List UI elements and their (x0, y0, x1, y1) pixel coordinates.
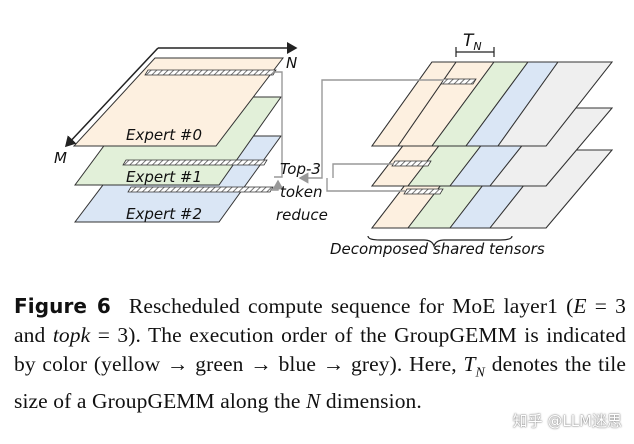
reduce-connector-bottom (270, 179, 284, 191)
caption-eq2: = 3). The execution order of the GroupGE… (14, 323, 626, 376)
expert-1-label: Expert #1 (126, 168, 202, 186)
shared-brace (367, 235, 513, 248)
n-axis-label: N (286, 54, 297, 72)
shared-tensor-top (371, 61, 614, 147)
connector-bottom (326, 178, 405, 192)
expert-1-hatch (122, 159, 268, 166)
caption-e-var: E (573, 294, 587, 318)
caption-n-var: N (306, 389, 321, 414)
figure-caption: Figure 6 Rescheduled compute sequence for… (14, 292, 626, 416)
reduce-connector-top (273, 71, 283, 178)
reduce-label-1: Top-3 (280, 160, 321, 178)
caption-label: Figure 6 (14, 294, 111, 318)
expert-2-hatch (127, 186, 274, 193)
caption-eq1: = 3 and (14, 294, 626, 347)
connector-middle (332, 163, 394, 178)
expert-0-hatch (144, 69, 277, 76)
expert-0-label: Expert #0 (126, 126, 202, 144)
m-axis-label: M (54, 149, 67, 167)
caption-text-2: denotes the tile size of a GroupGEMM alo… (14, 352, 626, 414)
caption-topk-var: topk (52, 323, 91, 347)
caption-text-3: dimension. (320, 389, 422, 414)
m-axis-arrow (64, 47, 159, 148)
tile-size-label: TN (463, 31, 482, 53)
shared-label: Decomposed shared tensors (330, 240, 545, 258)
expert-0-plane (72, 57, 285, 147)
caption-text-1: Rescheduled compute sequence for MoE lay… (128, 294, 574, 318)
caption-tn-var: TN (463, 352, 485, 381)
connector-top (298, 79, 444, 184)
expert-2-label: Expert #2 (126, 205, 202, 223)
moe-rescheduling-figure: Expert #2 Expert #1 Expert #0 N M Top-3 … (54, 31, 614, 258)
reduce-label-2: token (280, 183, 322, 201)
reduce-label-3: reduce (276, 206, 328, 224)
zhihu-watermark: 知乎 @LLM迷思 (512, 412, 622, 430)
